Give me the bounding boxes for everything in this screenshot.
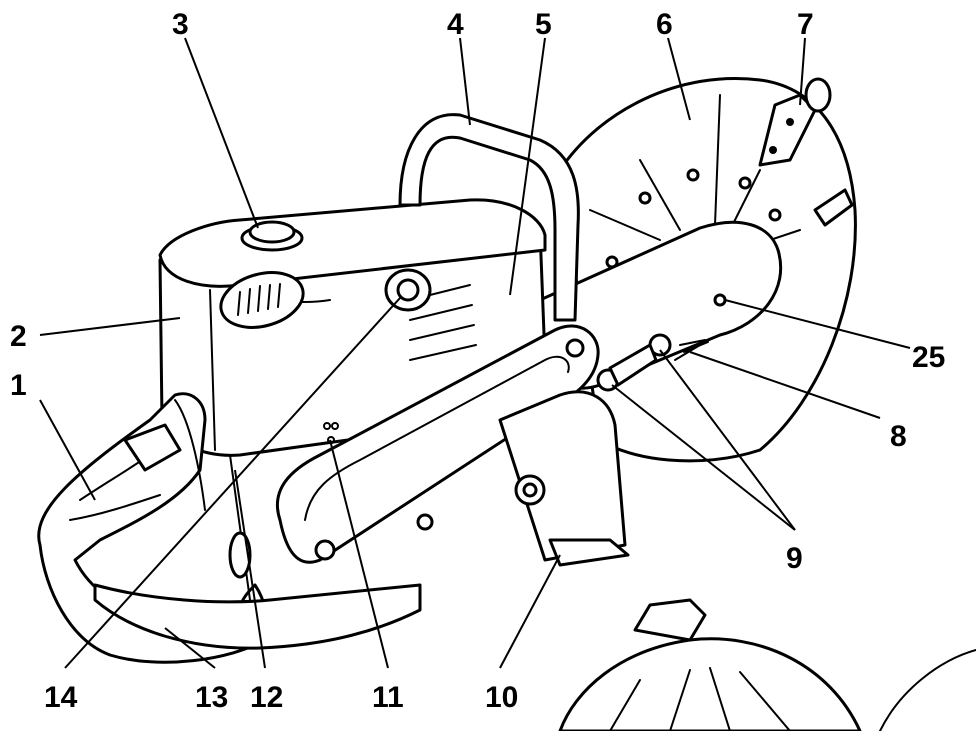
front-handle bbox=[398, 113, 580, 322]
guard-handle bbox=[758, 77, 854, 227]
callout-leaders bbox=[39, 37, 911, 669]
callout-12: 12 bbox=[250, 681, 283, 714]
callout-9: 9 bbox=[786, 542, 803, 575]
choke-control bbox=[384, 268, 432, 312]
callout-labels: 1 2 3 4 5 6 7 8 9 10 11 12 13 14 25 bbox=[10, 8, 945, 714]
callout-10: 10 bbox=[485, 681, 518, 714]
callout-13: 13 bbox=[195, 681, 228, 714]
callout-2: 2 bbox=[10, 320, 27, 353]
spare-blade-guard bbox=[558, 598, 976, 731]
callout-11: 11 bbox=[372, 681, 404, 714]
callout-4: 4 bbox=[447, 8, 464, 41]
callout-25: 25 bbox=[912, 341, 945, 374]
decompression-valve bbox=[240, 220, 304, 252]
callout-5: 5 bbox=[535, 8, 552, 41]
callout-7: 7 bbox=[797, 8, 814, 41]
callout-3: 3 bbox=[172, 8, 189, 41]
callout-1: 1 bbox=[10, 369, 27, 402]
callout-8: 8 bbox=[890, 420, 907, 453]
belt-guard bbox=[498, 390, 630, 567]
callout-6: 6 bbox=[656, 8, 673, 41]
air-filter-cover-vents bbox=[219, 271, 305, 329]
callout-14: 14 bbox=[44, 681, 78, 714]
